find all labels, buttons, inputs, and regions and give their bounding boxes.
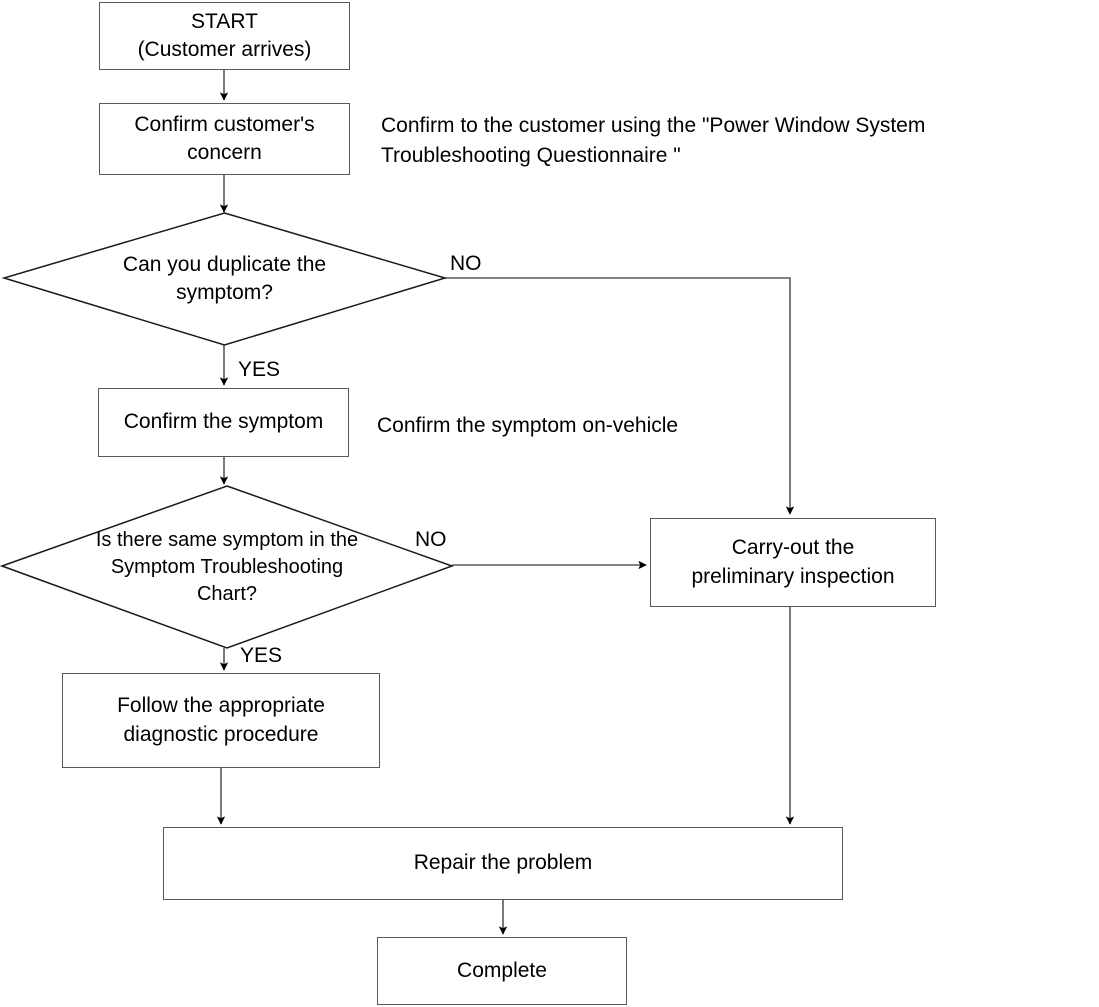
node-repair-problem[interactable]: Repair the problem bbox=[163, 827, 843, 900]
node-same-symptom-chart-label: Is there same symptom in the Symptom Tro… bbox=[95, 528, 359, 605]
edge-label-duplicate-yes: YES bbox=[238, 358, 281, 381]
annotation-on-vehicle: Confirm the symptom on-vehicle bbox=[377, 414, 679, 437]
node-complete[interactable]: Complete bbox=[377, 937, 627, 1005]
node-confirm-symptom[interactable]: Confirm the symptom bbox=[98, 388, 349, 457]
decision-diamond-shape bbox=[0, 485, 455, 649]
node-duplicate-symptom-label: Can you duplicate the symptom? bbox=[122, 252, 327, 304]
annotation-questionnaire: Confirm to the customer using the "Power… bbox=[381, 114, 926, 168]
edge-label-chart-yes: YES bbox=[240, 644, 283, 667]
edge-label-duplicate-no: NO bbox=[450, 252, 482, 275]
node-preliminary-inspection[interactable]: Carry-out the preliminary inspection bbox=[650, 518, 936, 607]
node-repair-problem-label: Repair the problem bbox=[413, 851, 593, 875]
node-start[interactable]: START (Customer arrives) bbox=[99, 2, 350, 70]
node-confirm-concern[interactable]: Confirm customer's concern bbox=[99, 103, 350, 175]
node-follow-procedure[interactable]: Follow the appropriate diagnostic proced… bbox=[62, 673, 380, 768]
node-preliminary-inspection-label: Carry-out the preliminary inspection bbox=[691, 536, 895, 588]
node-complete-label: Complete bbox=[457, 958, 547, 982]
decision-diamond-shape bbox=[1, 212, 448, 346]
node-confirm-symptom-label: Confirm the symptom bbox=[123, 410, 324, 434]
node-confirm-concern-label: Confirm customer's concern bbox=[134, 112, 315, 164]
edge-label-chart-no: NO bbox=[415, 528, 447, 551]
node-same-symptom-chart[interactable]: Is there same symptom in the Symptom Tro… bbox=[0, 485, 455, 649]
node-start-label: START (Customer arrives) bbox=[137, 9, 312, 61]
edge-duplicate-no-to-preliminary bbox=[445, 277, 795, 515]
node-follow-procedure-label: Follow the appropriate diagnostic proced… bbox=[117, 694, 325, 746]
node-duplicate-symptom[interactable]: Can you duplicate the symptom? bbox=[1, 212, 448, 346]
